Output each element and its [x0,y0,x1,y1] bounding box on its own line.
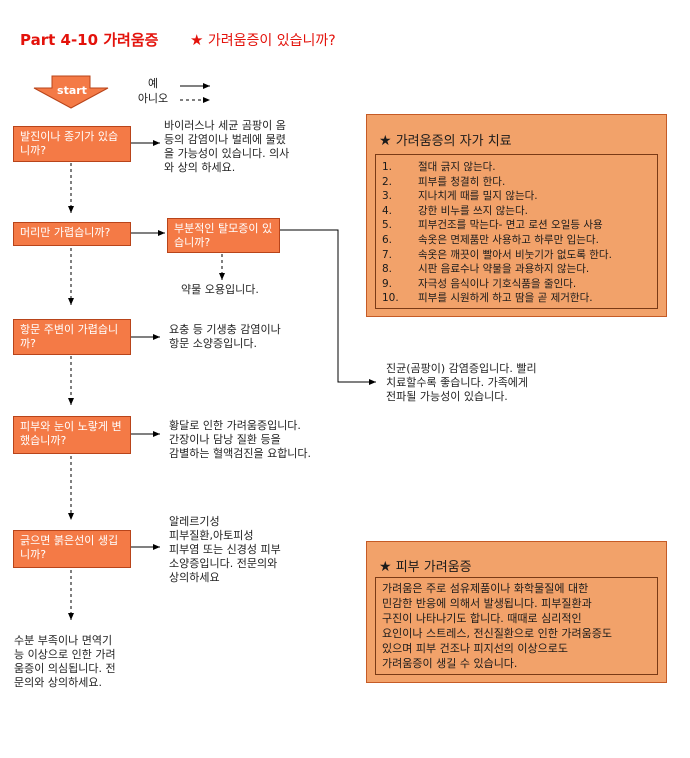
start-label: start [57,84,87,97]
list-item: 1.절대 긁지 않는다. [382,161,496,173]
legend: 예 아니오 [130,76,176,106]
question-rash: 발진이나 종기가 있습니까? [13,126,131,162]
list-item: 5.피부건조를 막는다- 면고 로션 오일등 사용 [382,219,603,232]
page-question-text: 가려움증이 있습니까? [207,33,336,49]
legend-no-label: 아니오 [137,92,169,105]
outcome-jaundice: 황달로 인한 가려움증입니다. 간장이나 담낭 질환 등을 감별하는 혈액검진을… [169,419,312,460]
list-item: 3.지나치게 때를 밀지 않는다. [382,190,538,203]
list-item: 10.피부를 시원하게 하고 땀을 곧 제거한다. [382,292,593,305]
page-title: Part 4-10 가려움증 [20,31,159,49]
question-anal: 항문 주변이 가렵습니까? [13,319,131,355]
outcome-final: 수분 부족이나 면역기 능 이상으로 인한 가려 움증이 의심됩니다. 전 문의… [14,634,116,689]
page-question: ★ 가려움증이 있습니까? [190,30,336,50]
skin-itch-title: ★ 피부 가려움증 [379,559,472,575]
question-jaundice: 피부와 눈이 노랗게 변했습니까? [13,416,131,454]
legend-yes-label: 예 [147,77,159,90]
list-item: 4.강한 비누를 쓰지 않는다. [382,204,528,217]
self-care-panel: ★ 가려움증의 자가 치료 1.절대 긁지 않는다. 2.피부를 청결히 한다.… [366,114,667,317]
outcome-anal: 요충 등 기생충 감염이나 항문 소양증입니다. [169,323,281,350]
list-item: 7.속옷은 깨끗이 빨아서 비눗기가 없도록 한다. [382,248,612,261]
list-item: 2.피부를 청결히 한다. [382,175,506,188]
list-item: 9.자극성 음식이나 기호식품을 줄인다. [382,277,577,290]
start-arrow-shape [33,75,109,109]
outcome-fungal: 진균(곰팡이) 감염증입니다. 빨리 치료할수록 좋습니다. 가족에게 전파될 … [386,362,537,403]
self-care-title: ★ 가려움증의 자가 치료 [379,133,512,149]
star-icon: ★ [190,31,204,49]
outcome-medicine: 약물 오용입니다. [181,283,259,296]
question-red-line: 긁으면 붉은선이 생깁니까? [13,530,131,568]
skin-itch-body: 가려움은 주로 섬유제품이나 화학물질에 대한 민감한 반응에 의해서 발생됩니… [375,577,658,675]
question-hair-loss: 부분적인 탈모증이 있습니까? [167,218,280,253]
list-item: 8.시판 음료수나 약물을 과용하지 않는다. [382,263,590,276]
star-icon: ★ [379,559,392,575]
outcome-rash: 바이러스나 세균 곰팡이 옴 등의 감염이나 벌레에 물렸 을 가능성이 있습니… [164,119,290,174]
question-head-only: 머리만 가렵습니까? [13,222,131,246]
star-icon: ★ [379,133,392,149]
outcome-allergy: 알레르기성 피부질환,아토피성 피부염 또는 신경성 피부 소양증입니다. 전문… [169,515,281,584]
list-item: 6.속옷은 면제품만 사용하고 하루만 입는다. [382,233,599,246]
skin-itch-panel: ★ 피부 가려움증 가려움은 주로 섬유제품이나 화학물질에 대한 민감한 반응… [366,541,667,683]
self-care-list: 1.절대 긁지 않는다. 2.피부를 청결히 한다. 3.지나치게 때를 밀지 … [375,154,658,309]
